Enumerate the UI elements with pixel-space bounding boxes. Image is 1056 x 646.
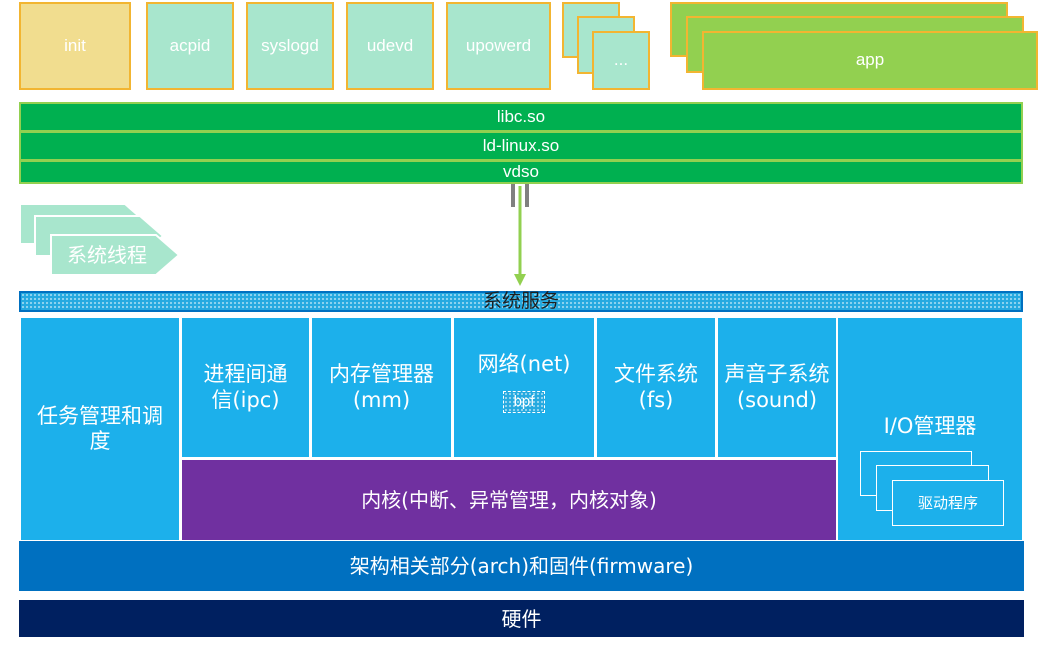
hardware-bar: 硬件 [19,600,1024,637]
library-libc: libc.so [19,102,1023,132]
syscall-connector [511,184,529,286]
fs-box: 文件系统(fs) [595,316,717,459]
net-label: 网络(net) [477,351,571,376]
more-label: ... [613,50,629,70]
system-service-bar: 系统服务 [19,290,1023,313]
process-label: udevd [366,35,414,55]
system-thread-stack [19,203,181,276]
sound-box: 声音子系统(sound) [716,316,838,459]
app-label: app [855,50,885,70]
process-init: init [19,2,131,90]
process-label: upowerd [465,35,532,55]
process-udevd: udevd [346,2,434,90]
library-label: vdso [503,161,539,181]
process-upowerd: upowerd [446,2,551,90]
app-box: app [702,31,1038,90]
process-label: acpid [169,35,211,55]
mm-box: 内存管理器(mm) [310,316,453,459]
driver-box: 驱动程序 [892,480,1004,526]
library-label: libc.so [496,106,546,126]
process-label: init [64,35,86,55]
ipc-box: 进程间通信(ipc) [180,316,311,459]
net-box: 网络(net) bpf [452,316,596,459]
driver-label: 驱动程序 [917,494,978,512]
io-manager-label: I/O管理器 [883,414,977,438]
process-label: syslogd [261,35,319,55]
library-label: ld-linux.so [482,135,560,155]
system-thread-label: 系统线程 [67,243,147,267]
bpf-box: bpf [502,391,546,414]
process-syslogd: syslogd [246,2,334,90]
library-ld-linux: ld-linux.so [19,131,1023,161]
process-acpid: acpid [146,2,234,90]
library-vdso: vdso [19,160,1023,184]
system-service-label: 系统服务 [482,290,559,313]
task-scheduling-box: 任务管理和调度 [19,316,181,542]
kernel-core-box: 内核(中断、异常管理，内核对象) [180,458,838,542]
arch-firmware-bar: 架构相关部分(arch)和固件(firmware) [19,541,1024,591]
more-processes: ... [592,31,650,90]
